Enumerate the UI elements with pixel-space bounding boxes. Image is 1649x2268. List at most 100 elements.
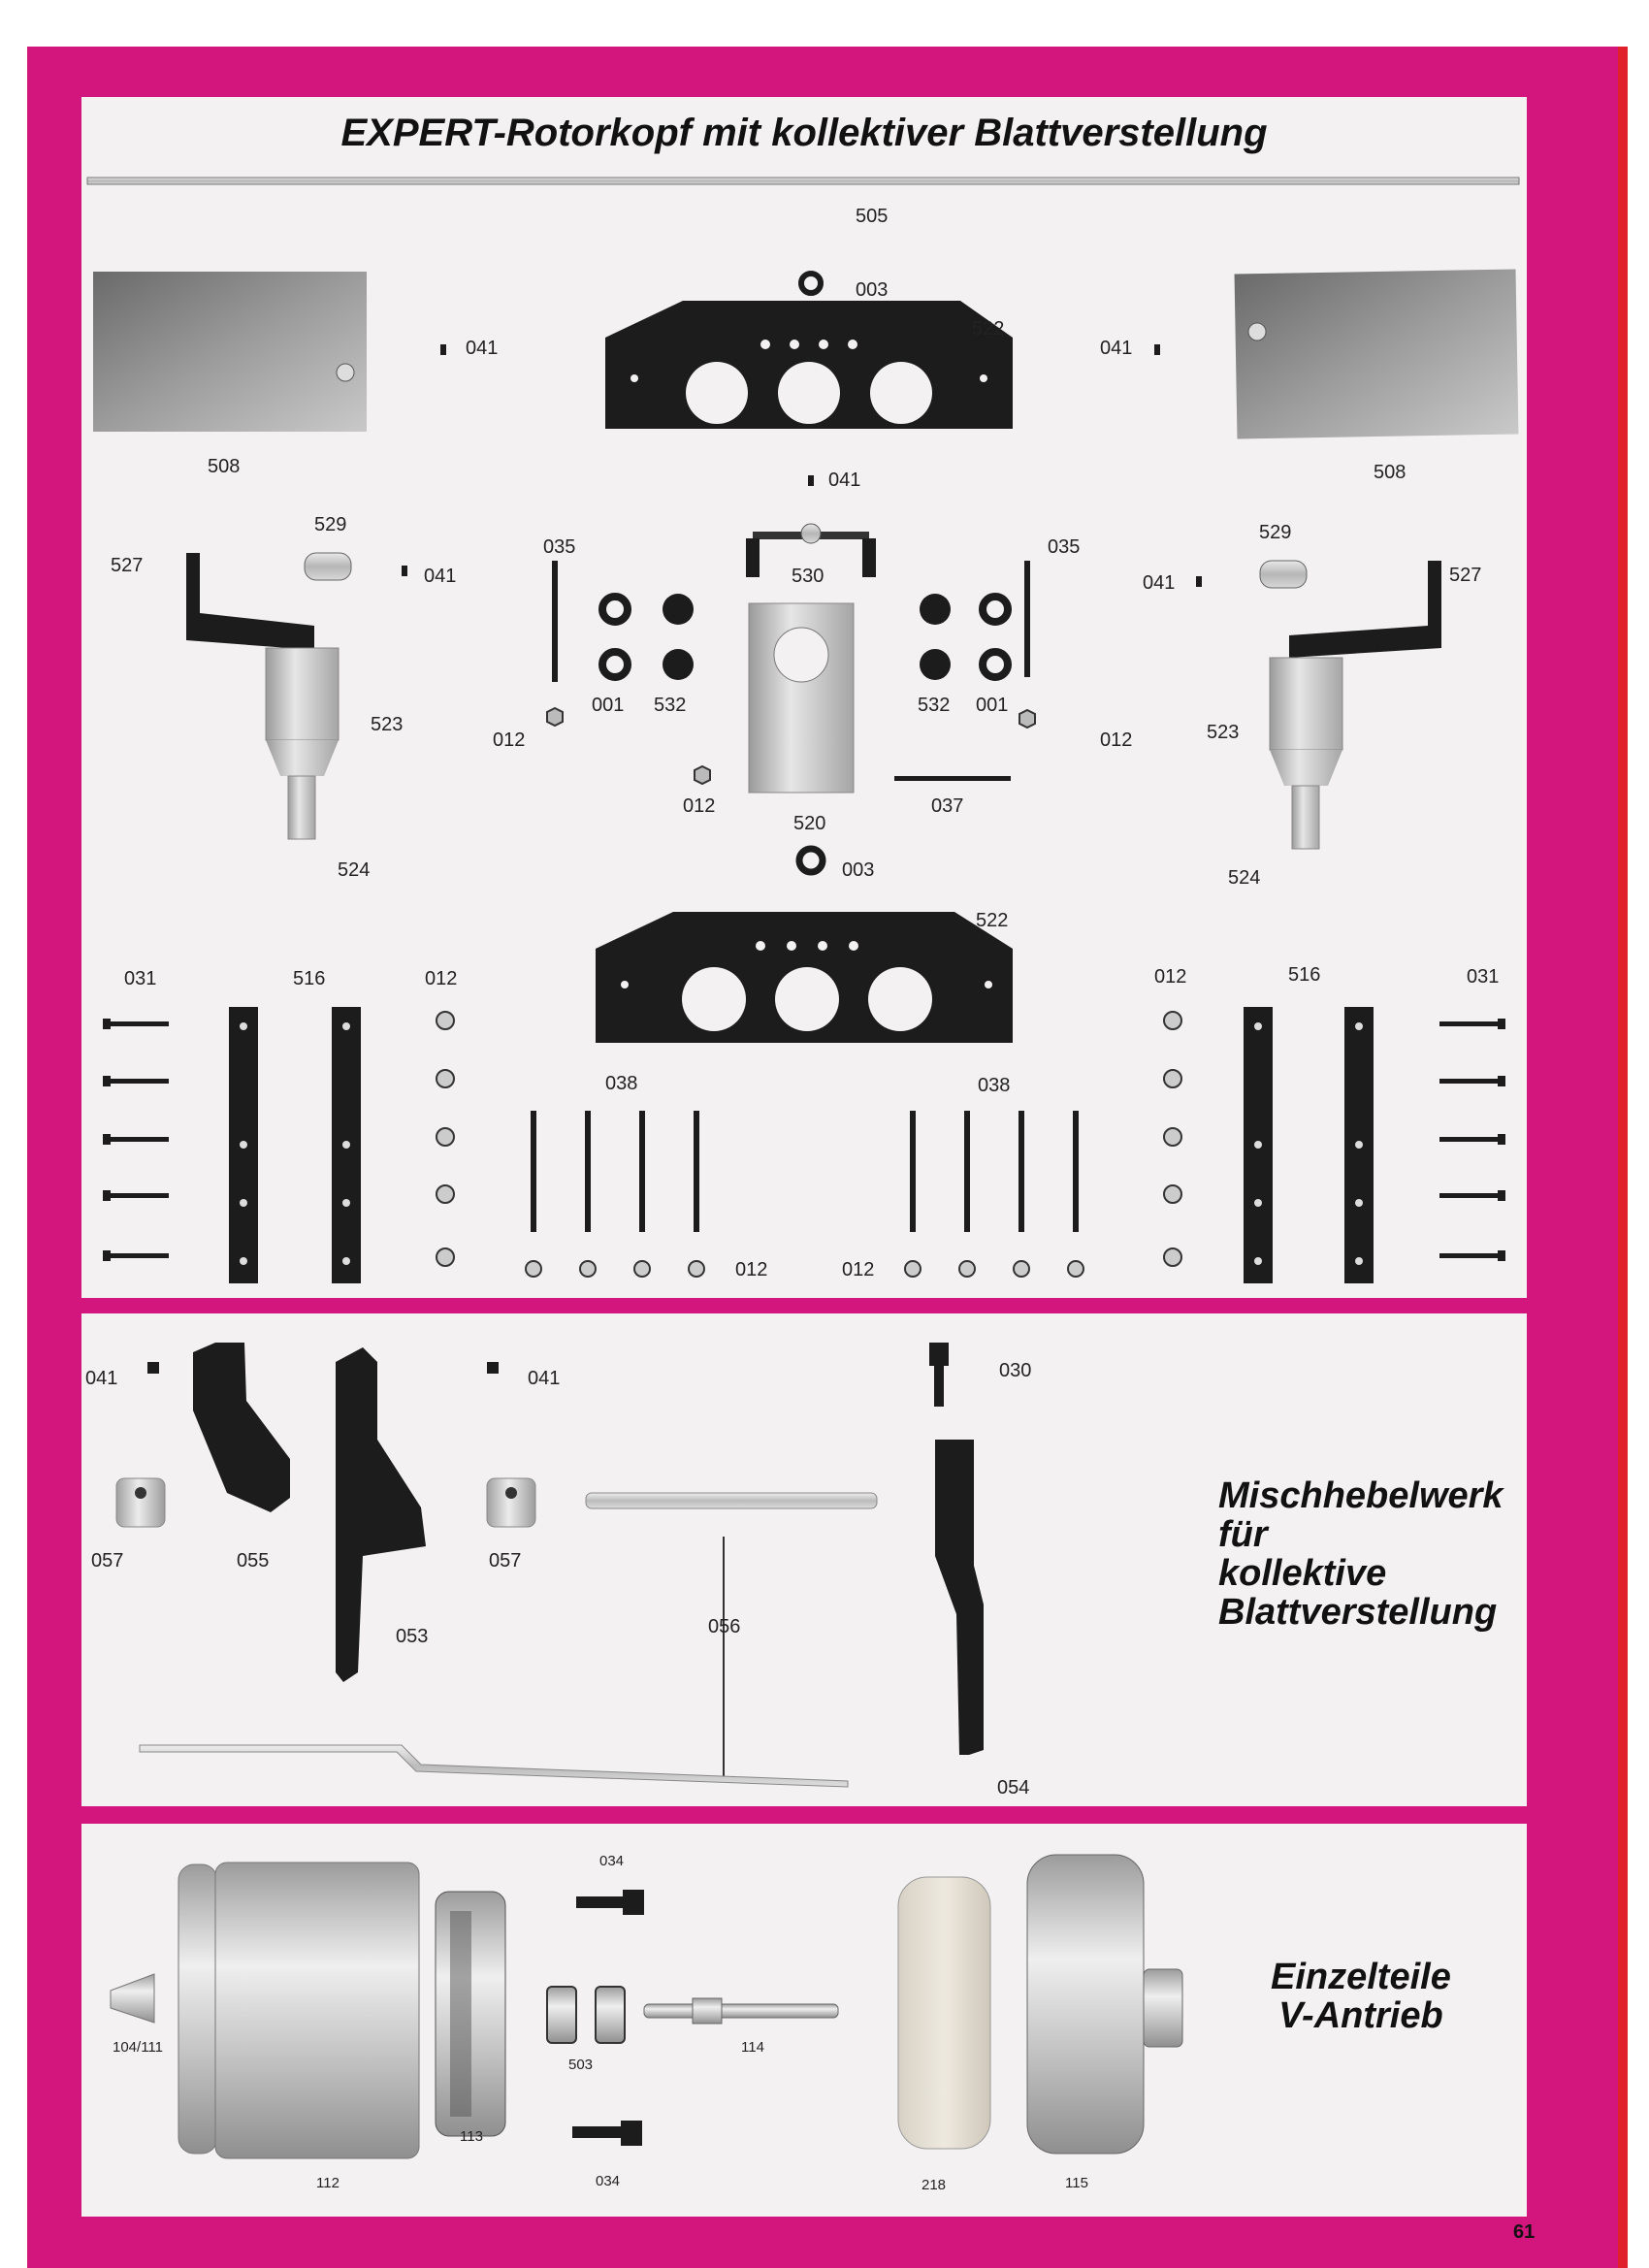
block-523-right — [1269, 657, 1343, 751]
housing-112-body — [214, 1862, 420, 2159]
set-screw-041-d — [402, 566, 407, 576]
shaft-505 — [86, 177, 1520, 185]
rod-long — [139, 1744, 849, 1788]
label-030: 030 — [999, 1360, 1032, 1381]
screw-034-top-head — [623, 1890, 644, 1915]
screw-034-top — [576, 1896, 625, 1908]
links-516-left — [229, 1007, 361, 1283]
pin-524-left — [287, 775, 316, 840]
drum-115 — [1026, 1854, 1145, 2155]
blade-grip-screw-left — [336, 363, 355, 382]
screw-037 — [894, 776, 1011, 781]
set-screw-041-e — [1196, 576, 1202, 587]
mixing-lever-title-line-4: Blattverstellung — [1218, 1592, 1498, 1633]
label-104-111: 104/111 — [113, 2039, 163, 2056]
screws-031-left — [103, 1019, 169, 1261]
label-041-left: 041 — [466, 338, 499, 359]
plate-522-bottom — [596, 912, 1013, 1043]
label-034-bottom: 034 — [596, 2173, 621, 2189]
washer-001-b — [598, 648, 631, 681]
washer-001-d — [979, 648, 1012, 681]
label-001-right: 001 — [976, 695, 1009, 716]
label-012-c: 012 — [683, 795, 716, 817]
nuts-012-row — [525, 1260, 1084, 1278]
blade-grip-508-right — [1234, 269, 1519, 439]
label-112: 112 — [316, 2175, 340, 2191]
screw-035-left — [552, 561, 558, 682]
label-041-mid-left: 041 — [424, 566, 457, 587]
label-056: 056 — [708, 1616, 741, 1637]
label-003-bottom: 003 — [842, 859, 875, 881]
nuts-012-column-right — [1163, 1011, 1182, 1267]
screws-031-right — [1439, 1019, 1505, 1261]
label-041-center: 041 — [828, 470, 861, 491]
collar-057-left — [115, 1477, 166, 1528]
label-522-top: 522 — [972, 318, 1005, 340]
washer-001-c — [979, 593, 1012, 626]
screw-034-bottom-head — [621, 2121, 642, 2146]
label-035-left: 035 — [543, 536, 576, 558]
label-516-left: 516 — [293, 968, 326, 989]
washer-003-top — [798, 271, 824, 296]
label-041-mid-right: 041 — [1143, 572, 1176, 594]
block-523-left — [265, 647, 340, 741]
v-drive-title-line-1: Einzelteile — [1271, 1957, 1451, 1997]
label-041-right: 041 — [1100, 338, 1133, 359]
label-055: 055 — [237, 1550, 270, 1571]
yoke-530 — [746, 523, 876, 577]
label-524-right: 524 — [1228, 867, 1261, 889]
lever-055 — [193, 1343, 290, 1512]
label-529-left: 529 — [314, 514, 347, 535]
set-screw-041-c — [808, 475, 814, 486]
label-038-right: 038 — [978, 1075, 1011, 1096]
plate-522-top — [605, 301, 1013, 429]
label-012-f: 012 — [735, 1259, 768, 1280]
label-520: 520 — [793, 813, 826, 834]
shaft-114-collar — [692, 1997, 723, 2025]
clutch-113-inner — [450, 1911, 471, 2117]
label-057-right: 057 — [489, 1550, 522, 1571]
label-113: 113 — [460, 2128, 483, 2145]
bearing-503-a — [546, 1986, 577, 2044]
label-529-right: 529 — [1259, 522, 1292, 543]
label-012-a: 012 — [493, 729, 526, 751]
label-524-left: 524 — [338, 859, 371, 881]
screw-030-shank — [934, 1366, 944, 1407]
label-031-left: 031 — [124, 968, 157, 989]
collar-057-left-hole — [135, 1487, 146, 1499]
block-523-left-cone — [266, 740, 339, 776]
mixing-lever-title-line-3: kollektive — [1218, 1553, 1387, 1594]
page-number: 61 — [1513, 2221, 1536, 2243]
housing-112-flange — [178, 1863, 218, 2155]
label-001-left: 001 — [592, 695, 625, 716]
label-012-b: 012 — [1100, 729, 1133, 751]
ball-link-529-left — [304, 552, 352, 581]
collar-057-right-hole — [505, 1487, 517, 1499]
mixing-lever-title-line-1: Mischhebelwerk — [1218, 1475, 1504, 1516]
washer-003-bottom — [795, 845, 826, 876]
nut-012-b — [1018, 708, 1036, 729]
set-screw-041-a — [440, 344, 446, 355]
bearing-503-b — [595, 1986, 626, 2044]
label-034-top: 034 — [599, 1853, 625, 1869]
bearing-532-d — [920, 649, 951, 680]
label-054: 054 — [997, 1777, 1030, 1798]
label-041-a: 041 — [85, 1368, 118, 1389]
mixing-lever-title: Mischhebelwerk für kollektive Blattverst… — [1218, 1476, 1504, 1632]
label-041-b: 041 — [528, 1368, 561, 1389]
nut-012-c — [694, 764, 711, 786]
label-035-right: 035 — [1048, 536, 1081, 558]
arm-527-left — [186, 553, 314, 650]
drum-115-hub — [1143, 1968, 1183, 2048]
mixing-lever-parts-illustration — [115, 1343, 984, 1788]
nut-012-a — [546, 706, 564, 728]
mixing-lever-title-line-2: für — [1218, 1514, 1268, 1555]
rotor-head-panel: EXPERT-Rotorkopf mit kollektiver Blattve… — [81, 97, 1527, 1298]
label-508-left: 508 — [208, 456, 241, 477]
label-115: 115 — [1065, 2175, 1088, 2191]
shaft-114 — [643, 2003, 839, 2019]
label-053: 053 — [396, 1626, 429, 1647]
label-038-left: 038 — [605, 1073, 638, 1094]
screws-038-right — [910, 1111, 1079, 1232]
collar-057-right — [486, 1477, 536, 1528]
